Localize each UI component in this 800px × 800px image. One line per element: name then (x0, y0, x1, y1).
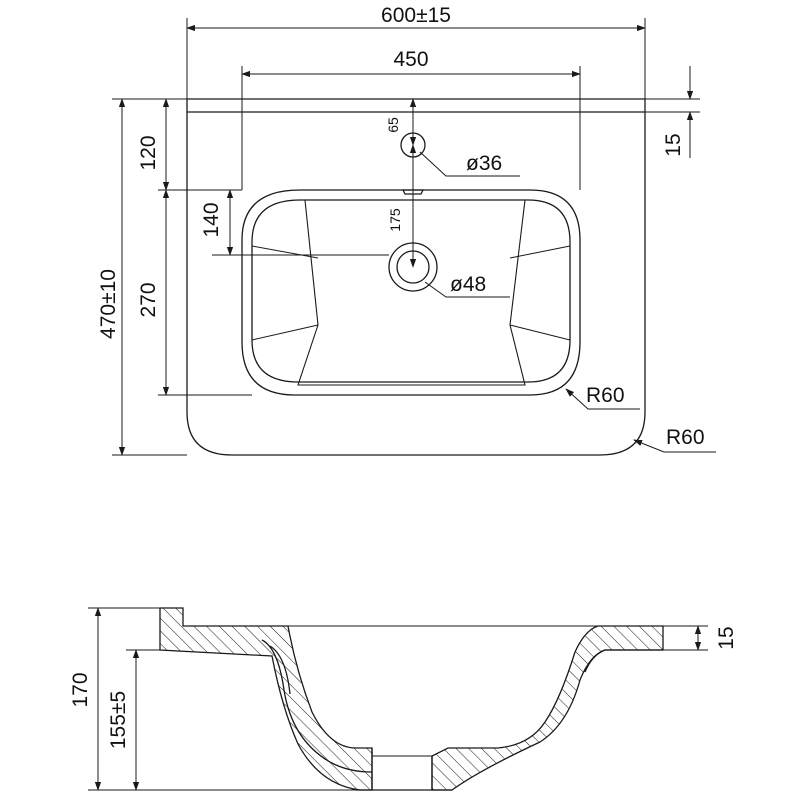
section-left-body (159, 607, 373, 791)
side-rim-thickness-label: 15 (715, 626, 738, 649)
section-drain (356, 748, 452, 791)
side-section-view: 170 155±5 15 (69, 607, 738, 791)
rim-thickness-label: 15 (662, 133, 685, 156)
basin-to-drain-label: 140 (200, 202, 223, 237)
facet-line (251, 324, 319, 341)
outer-radius-label: R60 (666, 426, 705, 449)
basin-radius-label: R60 (586, 384, 625, 407)
drain-to-tap-label: 175 (387, 208, 403, 232)
basin-depth-label: 270 (137, 282, 160, 317)
section-left-channel (261, 639, 373, 773)
overflow-slot (401, 189, 425, 195)
drain-leader (424, 281, 510, 298)
facet-line (509, 245, 571, 259)
basin-height-label: 155±5 (107, 691, 130, 749)
tap-hole-leader (419, 151, 520, 177)
inner-width-label: 450 (393, 48, 428, 71)
basin-inner-edge (251, 199, 571, 383)
basin-floor (297, 199, 526, 386)
basin-radius-leader (565, 388, 640, 410)
top-view: 600±15 450 470±10 120 270 140 65 175 (97, 4, 716, 456)
section-left-channel-line (269, 645, 291, 695)
facet-line (251, 245, 319, 259)
section-right-inner-line (584, 649, 663, 673)
facet-line (509, 324, 571, 341)
sink-outline (186, 98, 646, 456)
front-to-basin-label: 120 (137, 135, 160, 170)
tap-hole-diameter-label: ø36 (466, 152, 502, 175)
basin-outer-edge (241, 189, 581, 396)
overall-depth-label: 470±10 (97, 269, 120, 339)
total-height-label: 170 (69, 672, 92, 707)
drain-diameter-label: ø48 (450, 273, 486, 296)
overall-width-label: 600±15 (381, 4, 451, 27)
tap-offset-label: 65 (385, 117, 401, 133)
outer-radius-leader (633, 439, 716, 453)
